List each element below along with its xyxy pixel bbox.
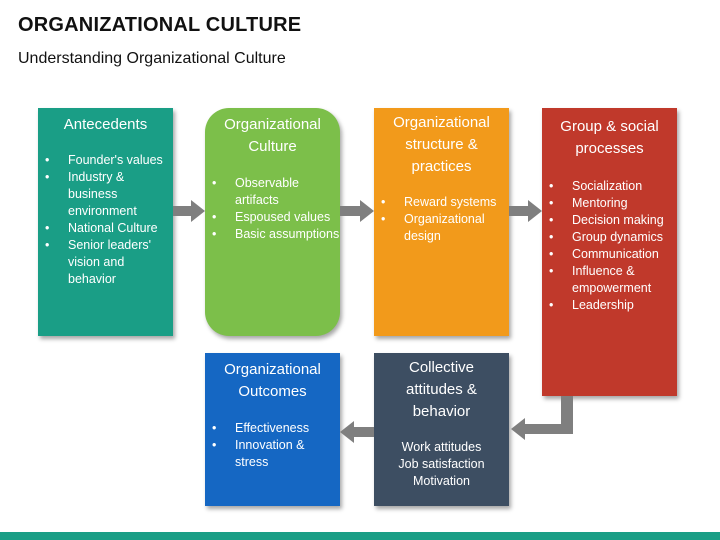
list-item: Espoused values: [205, 209, 340, 226]
arrow-antecedents-to-culture-icon: [173, 200, 205, 222]
organizational-structure-list: Reward systems Organizational design: [374, 194, 509, 245]
list-item: Leadership: [542, 297, 677, 314]
collective-line: Job satisfaction: [398, 457, 485, 471]
organizational-structure-box: Organizational structure & practices Rew…: [374, 108, 509, 336]
collective-attitudes-lines: Work attitudes Job satisfaction Motivati…: [374, 439, 509, 490]
list-item: Influence & empowerment: [542, 263, 677, 297]
list-item: Observable artifacts: [205, 175, 340, 209]
organizational-culture-title: Organizational Culture: [224, 116, 321, 155]
antecedents-list: Founder's values Industry & business env…: [38, 152, 173, 288]
list-item: Effectiveness: [205, 420, 340, 437]
page-subtitle: Understanding Organizational Culture: [18, 50, 286, 67]
list-item: Communication: [542, 246, 677, 263]
list-item: Senior leaders' vision and behavior: [38, 237, 173, 288]
list-item: Industry & business environment: [38, 169, 173, 220]
collective-line: Motivation: [413, 474, 470, 488]
collective-attitudes-box: Collective attitudes & behavior Work att…: [374, 353, 509, 506]
organizational-outcomes-box: Organizational Outcomes Effectiveness In…: [205, 353, 340, 506]
arrow-collective-to-outcomes-icon: [340, 421, 374, 443]
list-item: Innovation & stress: [205, 437, 340, 471]
arrow-group-to-collective-icon: [511, 396, 573, 440]
page-title: ORGANIZATIONAL CULTURE: [18, 14, 302, 36]
group-social-processes-list: Socialization Mentoring Decision making …: [542, 178, 677, 314]
organizational-outcomes-title: Organizational Outcomes: [224, 361, 321, 400]
antecedents-box: Antecedents Founder's values Industry & …: [38, 108, 173, 336]
collective-line: Work attitudes: [401, 440, 482, 454]
list-item: Socialization: [542, 178, 677, 195]
organizational-structure-title: Organizational structure & practices: [393, 114, 490, 175]
list-item: Founder's values: [38, 152, 173, 169]
organizational-outcomes-list: Effectiveness Innovation & stress: [205, 420, 340, 471]
list-item: Decision making: [542, 212, 677, 229]
group-social-processes-title: Group & social processes: [560, 118, 659, 157]
list-item: Group dynamics: [542, 229, 677, 246]
list-item: National Culture: [38, 220, 173, 237]
organizational-culture-list: Observable artifacts Espoused values Bas…: [205, 175, 340, 243]
list-item: Organizational design: [374, 211, 509, 245]
collective-attitudes-title: Collective attitudes & behavior: [406, 359, 477, 420]
list-item: Mentoring: [542, 195, 677, 212]
antecedents-title: Antecedents: [63, 116, 148, 133]
group-social-processes-box: Group & social processes Socialization M…: [542, 108, 677, 396]
bottom-accent-bar: [0, 532, 720, 540]
list-item: Basic assumptions: [205, 226, 340, 243]
arrow-structure-to-group-icon: [509, 200, 542, 222]
arrow-culture-to-structure-icon: [340, 200, 374, 222]
organizational-culture-box: Organizational Culture Observable artifa…: [205, 108, 340, 336]
list-item: Reward systems: [374, 194, 509, 211]
